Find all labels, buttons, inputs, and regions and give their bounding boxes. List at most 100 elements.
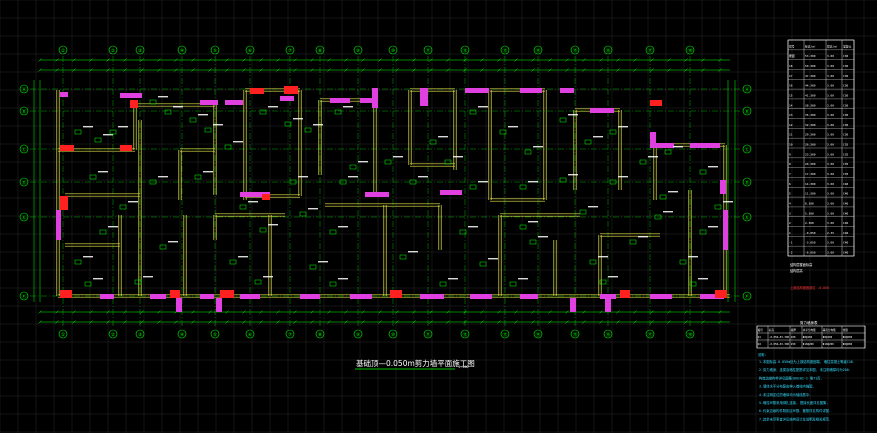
dimension-tick: [395, 310, 399, 314]
dimension-tick: [548, 320, 552, 324]
boundary-column: [130, 100, 138, 108]
axis-label: ⑭: [536, 331, 541, 338]
level-table-cell: 11: [789, 133, 793, 137]
hidden-column: [723, 210, 728, 250]
level-table-cell: 41.300: [805, 93, 816, 97]
dimension-tick: [72, 58, 76, 62]
wall-tag-leader: [158, 96, 168, 98]
dimension-tick: [293, 58, 297, 62]
level-table-cell: 5.300: [805, 211, 814, 215]
dimension-tick: [633, 310, 637, 314]
level-table-footer-a: 结构层楼面标高: [790, 262, 812, 267]
axis-bubble: [388, 329, 398, 339]
dimension-tick: [276, 310, 280, 314]
axis-label: ⑯: [606, 47, 611, 54]
dimension-tick: [106, 68, 110, 72]
dimension-tick: [633, 58, 637, 62]
dimension-tick: [531, 68, 535, 72]
drawing-scale: 1:100: [458, 365, 469, 369]
dimension-tick: [667, 310, 671, 314]
axis-bubble: [388, 45, 398, 55]
boundary-column: [620, 290, 630, 298]
dimension-tick: [327, 68, 331, 72]
hidden-column: [365, 192, 389, 197]
wall-tag-leader: [93, 278, 103, 280]
wall-tag-leader: [568, 114, 578, 116]
axis-bubble: [685, 45, 695, 55]
hidden-column: [470, 294, 492, 299]
dimension-tick: [514, 68, 518, 72]
dimension-tick: [140, 58, 144, 62]
boundary-column: [715, 290, 727, 298]
axis-label: ⑤: [213, 48, 217, 54]
dimension-tick: [446, 310, 450, 314]
level-table-cell: 32.300: [805, 123, 816, 127]
axis-label: ⑨: [356, 48, 360, 54]
dimension-tick: [633, 320, 637, 324]
dimension-tick: [616, 58, 620, 62]
hidden-column: [420, 88, 428, 106]
axis-label: ⑩: [391, 48, 395, 54]
dimension-tick: [89, 310, 93, 314]
wall-tag-box: [89, 174, 97, 180]
dimension-tick: [395, 58, 399, 62]
hidden-column: [590, 108, 614, 113]
dimension-tick: [259, 320, 263, 324]
axis-bubble: [19, 291, 29, 301]
axis-bubble: [423, 329, 433, 339]
wall-tag-box: [499, 129, 507, 135]
level-table-cell: C40: [843, 201, 848, 205]
axis-label: ⑰: [648, 47, 653, 54]
dimension-tick: [174, 68, 178, 72]
dimension-tick: [157, 320, 161, 324]
dimension-tick: [55, 320, 59, 324]
hidden-column: [440, 190, 462, 195]
note-line: 3.墙体水平分布筋应伸入暗柱内锚固.: [759, 384, 814, 389]
boundary-column: [390, 290, 402, 298]
level-table-header-cell: 层号: [789, 44, 795, 48]
wall-tag-box: [599, 279, 607, 285]
note-line: 构造边缘构件详见图集16G101-1 第71页.: [759, 375, 822, 380]
wall-tag-box: [229, 259, 237, 265]
wall-tag-leader: [103, 134, 113, 136]
wall-table-header-cell: 编号: [758, 328, 764, 332]
dimension-tick: [463, 58, 467, 62]
level-table-cell: 3.00: [827, 152, 834, 156]
dimension-tick: [140, 320, 144, 324]
wall-tag-box: [589, 259, 597, 265]
dimension-tick: [242, 68, 246, 72]
dimension-tick: [344, 58, 348, 62]
dimension-tick: [276, 68, 280, 72]
axis-label: Ⓐ: [745, 86, 750, 93]
wall-table-cell: Φ10@200: [823, 342, 834, 346]
wall-tag-box: [109, 129, 117, 135]
wall-tag-leader: [538, 236, 548, 238]
hidden-column: [650, 143, 674, 148]
axis-bubble: [460, 329, 470, 339]
dimension-tick: [123, 310, 127, 314]
axis-bubble: [742, 144, 752, 154]
wall-tag-box: [94, 137, 102, 143]
level-table-cell: 3.00: [827, 64, 834, 68]
note-line: 7.其余未尽事宜详见结构设计总说明及相关规范.: [759, 416, 831, 421]
hidden-column: [240, 192, 270, 197]
hidden-column: [300, 294, 320, 299]
dimension-tick: [667, 320, 671, 324]
wall-tag-box: [164, 109, 172, 115]
dimension-tick: [157, 310, 161, 314]
level-table-cell: 3.00: [827, 221, 834, 225]
dimension-tick: [701, 58, 705, 62]
axis-label: ⑦: [288, 332, 292, 338]
axis-bubble: [58, 45, 68, 55]
dimension-tick: [701, 310, 705, 314]
dimension-tick: [140, 68, 144, 72]
level-table-cell: 3.00: [827, 211, 834, 215]
axis-bubble: [108, 45, 118, 55]
level-table-cell: 47.300: [805, 74, 816, 78]
dimension-tick: [616, 320, 620, 324]
wall-tag-box: [459, 229, 467, 235]
dimension-tick: [259, 58, 263, 62]
